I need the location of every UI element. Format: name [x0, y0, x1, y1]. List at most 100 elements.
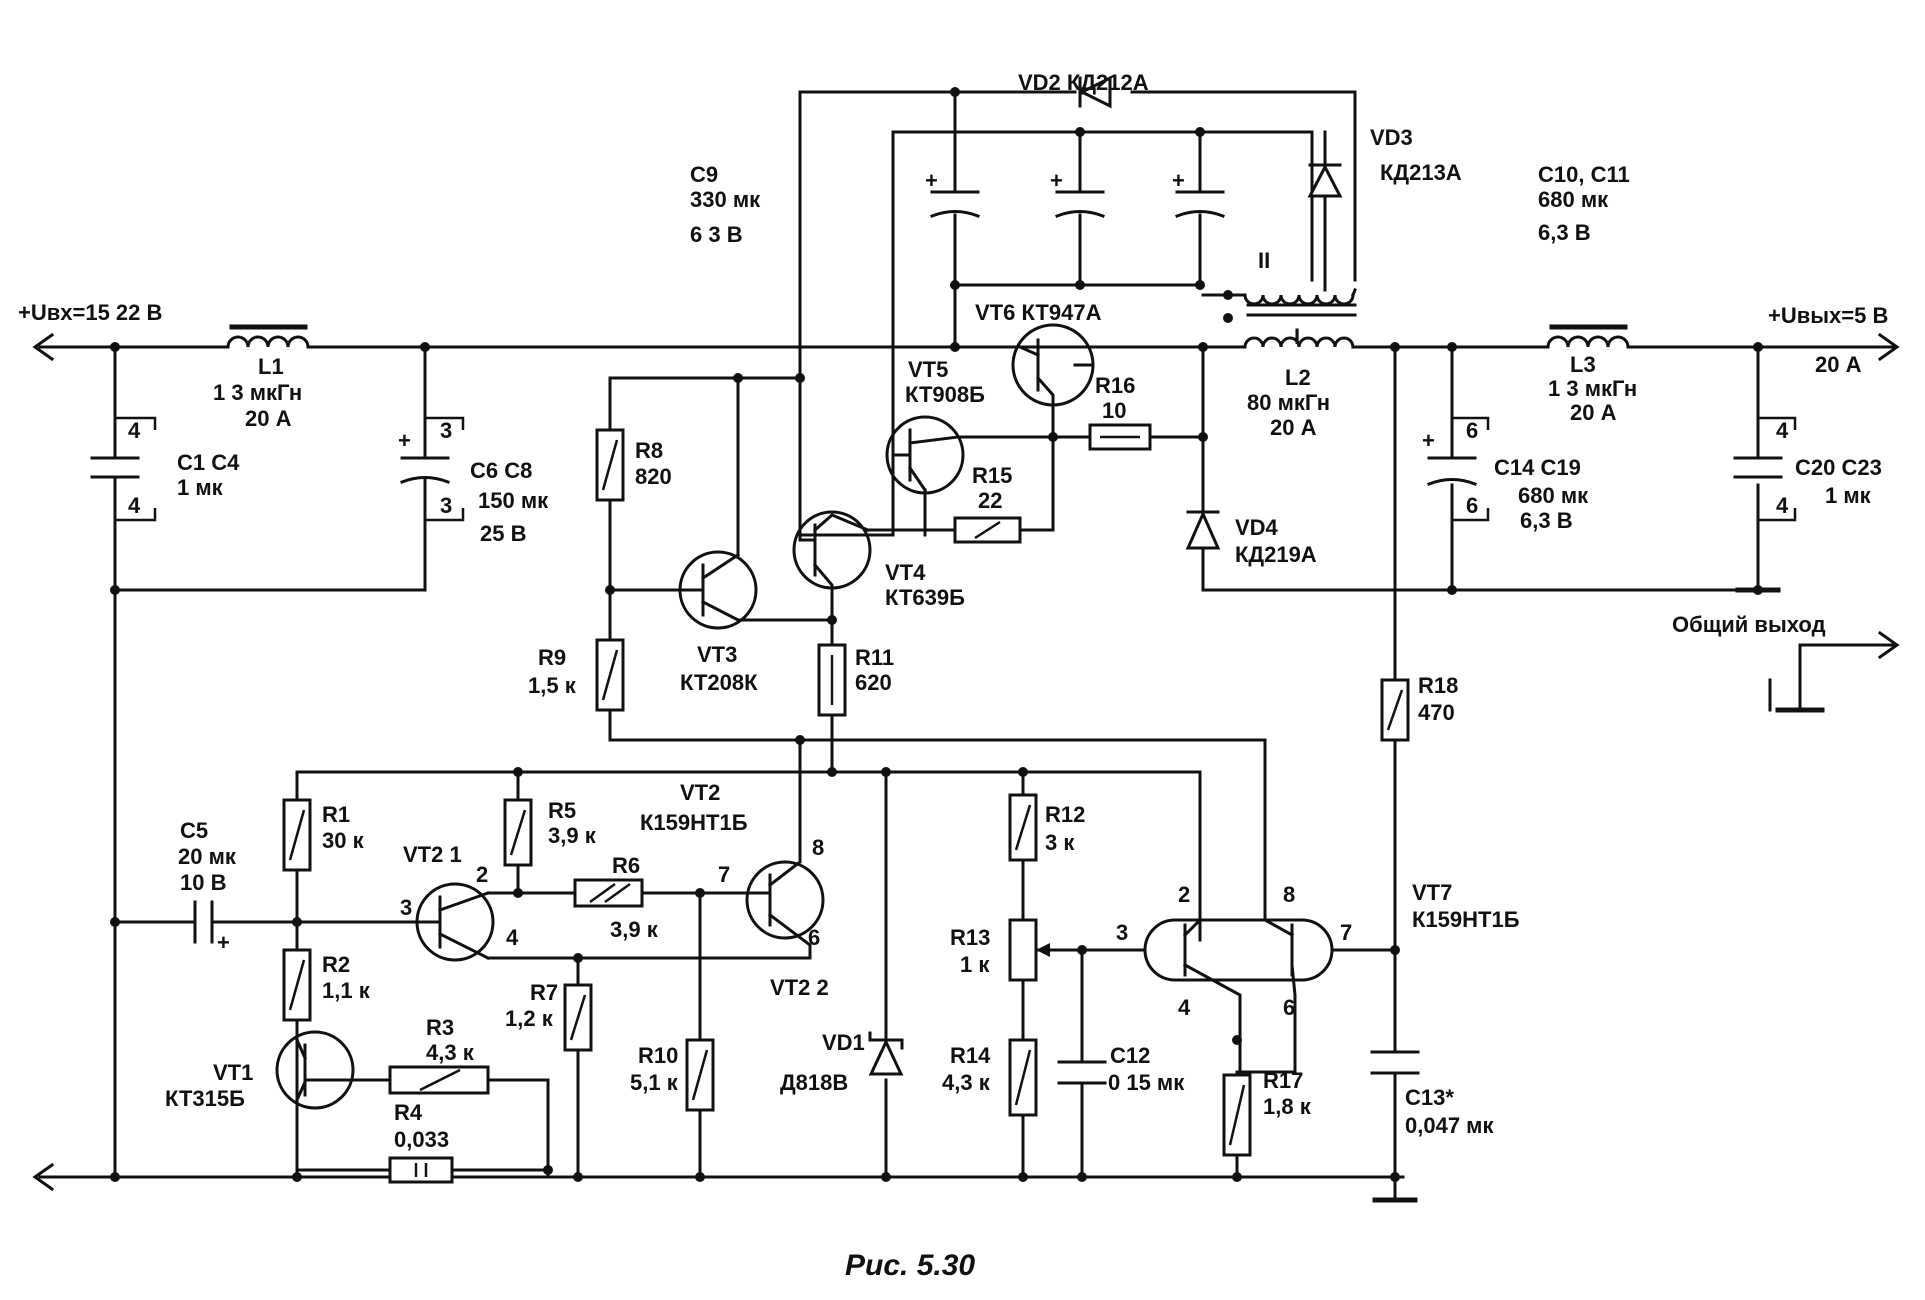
r3-ref: R3 [426, 1015, 454, 1040]
vt2-2-label: VT2 2 [770, 975, 829, 1000]
pin-label: 3 [1116, 920, 1128, 945]
r18-ref: R18 [1418, 673, 1458, 698]
pin-label: 2 [1178, 882, 1190, 907]
inductor-L1 [226, 324, 310, 349]
c5-voltage: 10 В [180, 870, 226, 895]
l2-value: 80 мкГн [1247, 390, 1330, 415]
polarity-marks: + + + + + + [217, 168, 1435, 955]
c12-ref: C12 [1110, 1043, 1150, 1068]
vt2-ref: VT2 [680, 780, 720, 805]
r18-value: 470 [1418, 700, 1455, 725]
capacitor-C13 [1370, 1050, 1420, 1075]
capacitor-C10 [1055, 190, 1105, 218]
capacitor-C11 [1175, 190, 1225, 218]
r3-value: 4,3 к [426, 1040, 475, 1065]
vt3-ref: VT3 [697, 642, 737, 667]
vt6-label: VT6 КТ947А [975, 300, 1102, 325]
r11-value: 620 [855, 670, 892, 695]
c1-ref: C1 C4 [177, 450, 240, 475]
transistor-VT4 [792, 510, 872, 602]
r5-ref: R5 [548, 798, 576, 823]
r1-ref: R1 [322, 802, 350, 827]
r2-value: 1,1 к [322, 978, 371, 1003]
c5-value: 20 мк [178, 844, 237, 869]
vt3-type: КТ208К [680, 670, 758, 695]
pin-label: 6 [808, 925, 820, 950]
pin-label: 2 [476, 862, 488, 887]
r10-ref: R10 [638, 1043, 678, 1068]
c1-value: 1 мк [177, 475, 224, 500]
svg-text:+: + [1050, 168, 1063, 193]
c20-ref: C20 C23 [1795, 455, 1882, 480]
pin-label: 4 [1776, 418, 1789, 443]
pin-label: 4 [128, 418, 141, 443]
c6-ref: C6 C8 [470, 458, 532, 483]
vt2-1-label: VT2 1 [403, 842, 462, 867]
transistor-VT6 [1011, 323, 1095, 437]
r10-value: 5,1 к [630, 1070, 679, 1095]
r8-ref: R8 [635, 438, 663, 463]
vd1-type: Д818В [780, 1070, 848, 1095]
r1-value: 30 к [322, 828, 365, 853]
r13-value: 1 к [960, 952, 990, 977]
r14-value: 4,3 к [942, 1070, 991, 1095]
transformer-L2 [1201, 288, 1360, 349]
vt1-type: КТ315Б [165, 1086, 245, 1111]
vt5-type: КТ908Б [905, 382, 985, 407]
r8-value: 820 [635, 464, 672, 489]
vd2-label: VD2 КД212А [1018, 70, 1149, 95]
diode-VD4 [1185, 510, 1221, 550]
vt7-ref: VT7 [1412, 880, 1452, 905]
r2-ref: R2 [322, 952, 350, 977]
r17-ref: R17 [1263, 1068, 1303, 1093]
r16-value: 10 [1102, 398, 1126, 423]
r14-ref: R14 [950, 1043, 991, 1068]
c14-ref: C14 C19 [1494, 455, 1581, 480]
output-voltage-label: +Uвых=5 В [1768, 303, 1888, 328]
vt7-type: К159НТ1Б [1412, 907, 1520, 932]
pin-label: 4 [506, 925, 519, 950]
output-current-label: 20 А [1815, 352, 1862, 377]
svg-text:+: + [925, 168, 938, 193]
input-voltage-label: +Uвх=15 22 В [18, 300, 162, 325]
pin-label: 3 [400, 895, 412, 920]
diode-VD2 [1078, 75, 1112, 109]
transistor-VT5 [885, 415, 965, 495]
vt4-type: КТ639Б [885, 585, 965, 610]
capacitor-C20 [1733, 416, 1797, 522]
c6-value: 150 мк [478, 488, 549, 513]
r6-ref: R6 [612, 853, 640, 878]
capacitor-C9 [930, 190, 980, 218]
capacitor-C1 [90, 416, 157, 522]
junctions [110, 87, 1763, 1182]
c9-note-2: 330 мк [690, 187, 761, 212]
transistor-VT7 [1143, 917, 1334, 1032]
pin-label: 4 [1178, 995, 1191, 1020]
r6-value: 3,9 к [610, 917, 659, 942]
l3-value: 1 3 мкГн [1548, 376, 1637, 401]
transistor-VT1 [275, 1030, 355, 1110]
vd4-type: КД219А [1235, 542, 1317, 567]
l1-current: 20 А [245, 406, 292, 431]
r7-value: 1,2 к [505, 1006, 554, 1031]
r4-ref: R4 [394, 1100, 423, 1125]
svg-text:+: + [1422, 428, 1435, 453]
inductor-L3 [1546, 324, 1630, 349]
pin-label: 6 [1466, 418, 1478, 443]
zener-VD1 [868, 1031, 904, 1076]
pin-label: 3 [440, 493, 452, 518]
vd4-ref: VD4 [1235, 515, 1279, 540]
transistor-VT3 [678, 550, 834, 630]
r7-ref: R7 [530, 980, 558, 1005]
c9-note-1: C9 [690, 162, 718, 187]
vt2-type: К159НТ1Б [640, 810, 748, 835]
capacitor-C5 [193, 900, 214, 944]
figure-caption: Рис. 5.30 [845, 1249, 975, 1282]
r17-value: 1,8 к [1263, 1094, 1312, 1119]
vt5-ref: VT5 [908, 357, 948, 382]
l2-ref: L2 [1285, 365, 1311, 390]
svg-text:+: + [398, 428, 411, 453]
svg-text:+: + [1172, 168, 1185, 193]
l1-ref: L1 [258, 354, 284, 379]
r11-ref: R11 [855, 645, 894, 670]
